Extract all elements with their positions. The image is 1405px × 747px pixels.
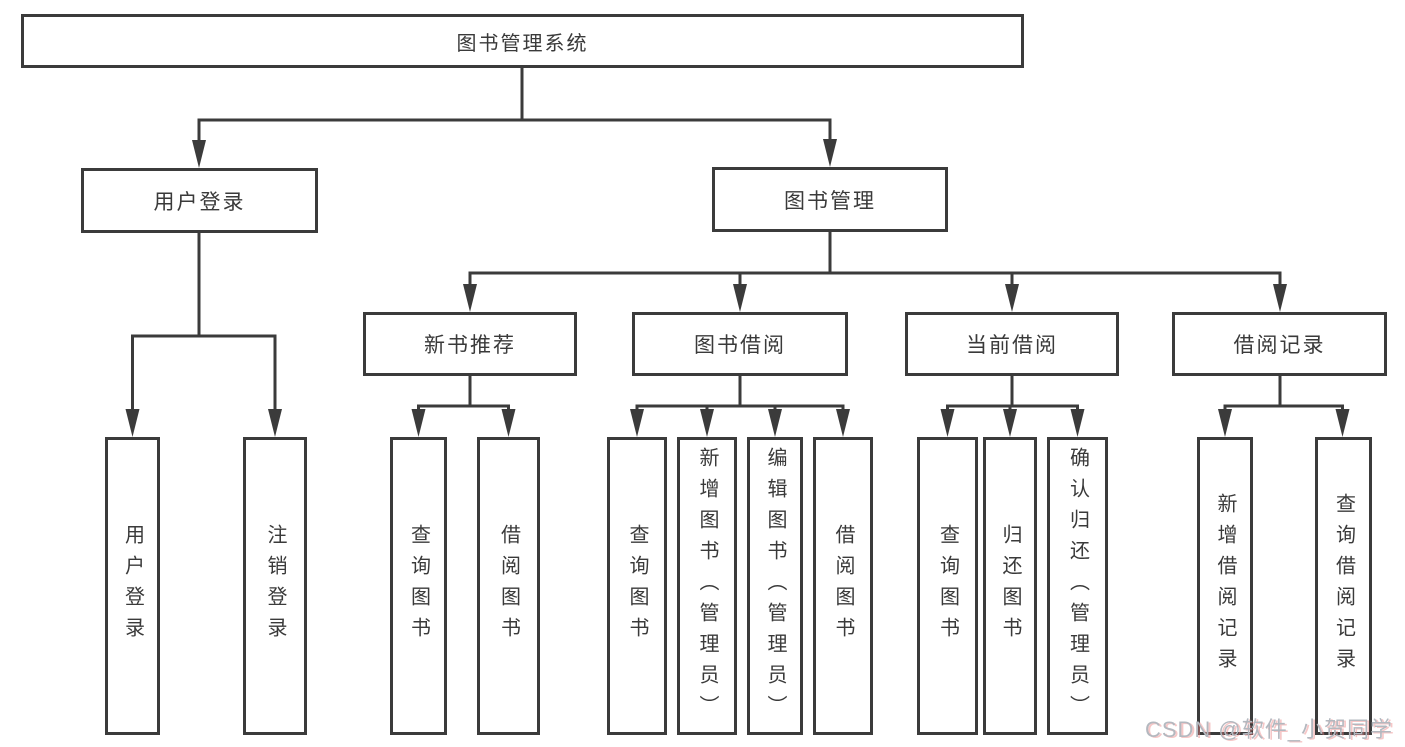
arrowhead-book-borrow [733,284,747,312]
node-leaf-confirm-return: 确认归还（管理员） [1047,437,1108,735]
arrowhead-leaf-edit-book [768,409,782,437]
leaf-label: 借阅图书 [497,524,520,648]
node-leaf-return-book: 归还图书 [983,437,1037,735]
node-user-login: 用户登录 [81,168,318,233]
arrowhead-current-borrow [1005,284,1019,312]
arrowhead-book-mgmt [823,139,837,167]
leaf-label: 查询图书 [936,524,959,648]
node-leaf-borrow-book-1: 借阅图书 [477,437,540,735]
arrowhead-leaf-add-book [700,409,714,437]
node-borrow-record: 借阅记录 [1172,312,1387,376]
leaf-label: 注销登录 [264,524,286,648]
arrowhead-new-book-rec [463,284,477,312]
node-leaf-borrow-book-2: 借阅图书 [813,437,873,735]
arrowhead-borrow-record [1273,284,1287,312]
arrowhead-leaf-query-book-3 [940,409,955,437]
leaf-label: 借阅图书 [832,524,854,648]
arrowhead-leaf-user-login [125,409,140,437]
node-leaf-logout: 注销登录 [243,437,307,735]
node-new-book-rec: 新书推荐 [363,312,577,376]
leaf-label: 编辑图书（管理员） [764,446,786,726]
arrowhead-leaf-borrow-book-2 [836,409,850,437]
node-leaf-query-record: 查询借阅记录 [1315,437,1372,735]
leaf-label: 确认归还（管理员） [1066,446,1089,726]
leaf-label: 查询图书 [626,524,648,648]
arrowhead-leaf-confirm-return [1070,409,1085,437]
node-leaf-user-login: 用户登录 [105,437,160,735]
leaf-label: 新增图书（管理员） [696,446,718,726]
node-leaf-query-book-3: 查询图书 [917,437,978,735]
arrowhead-leaf-logout [268,409,282,437]
node-leaf-edit-book: 编辑图书（管理员） [747,437,803,735]
leaf-label: 查询图书 [407,524,430,648]
node-root: 图书管理系统 [21,14,1024,68]
arrowhead-user-login [192,140,206,168]
node-book-borrow: 图书借阅 [632,312,848,376]
arrowhead-leaf-query-record [1335,409,1350,437]
arrowhead-leaf-borrow-book-1 [501,409,516,437]
node-book-mgmt: 图书管理 [712,167,948,232]
arrowhead-leaf-add-record [1218,409,1232,437]
leaf-label: 归还图书 [999,524,1021,648]
leaf-label: 查询借阅记录 [1332,493,1355,679]
node-leaf-add-book: 新增图书（管理员） [677,437,737,735]
arrowhead-leaf-query-book-1 [411,409,426,437]
arrowhead-leaf-query-book-2 [630,409,644,437]
node-leaf-query-book-1: 查询图书 [390,437,447,735]
csdn-watermark: CSDN @软件_小贺同学 [1144,717,1393,742]
leaf-label: 用户登录 [121,524,144,648]
node-leaf-add-record: 新增借阅记录 [1197,437,1253,735]
leaf-label: 新增借阅记录 [1214,493,1236,679]
node-current-borrow: 当前借阅 [905,312,1119,376]
node-leaf-query-book-2: 查询图书 [607,437,667,735]
arrowhead-leaf-return-book [1003,409,1017,437]
